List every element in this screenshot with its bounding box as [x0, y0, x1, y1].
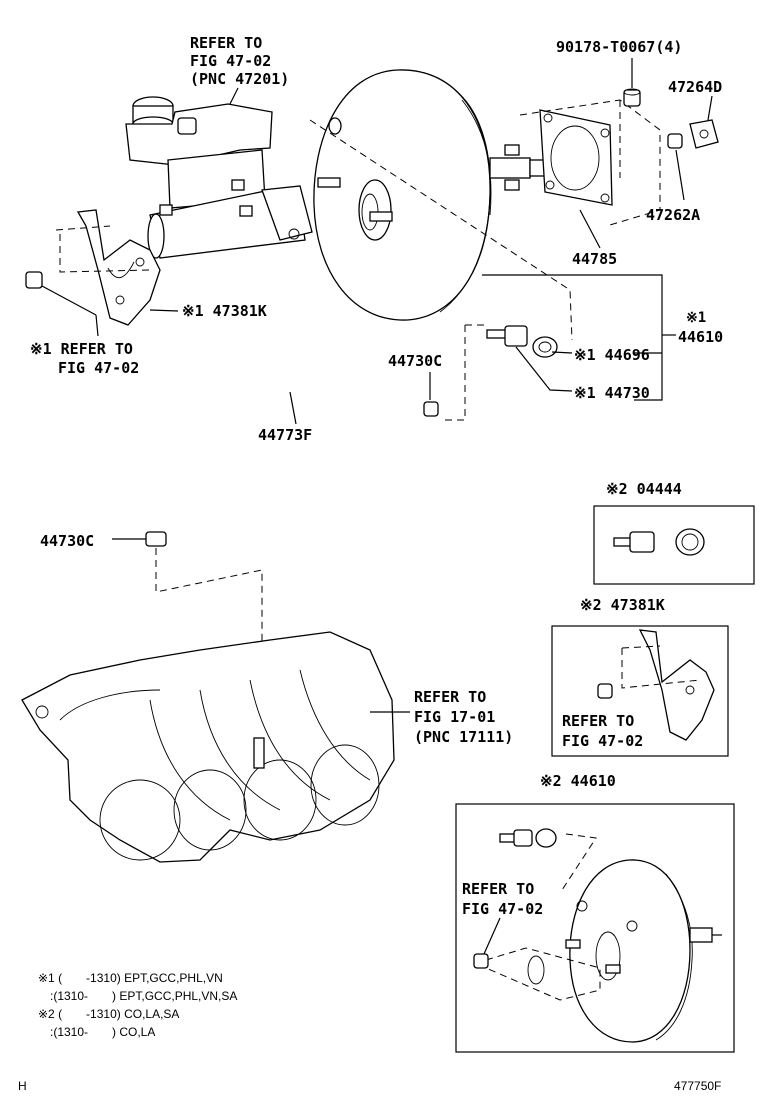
clevis-47264d-drawing: [689, 119, 719, 149]
box2-title[interactable]: ※2 47381K: [580, 596, 665, 614]
ref-bracket-2: FIG 47-02: [58, 359, 139, 377]
check-valve-drawing: [486, 325, 558, 358]
note-line-4: :(1310- ) CO,LA: [38, 1025, 155, 1039]
box-47381k: [551, 625, 729, 757]
part-label-44730c-upper[interactable]: 44730C: [388, 352, 442, 370]
footer-left: H: [18, 1079, 27, 1093]
ref-manifold-2: FIG 17-01: [414, 708, 495, 726]
box3-title[interactable]: ※2 44610: [540, 772, 616, 790]
box1-title[interactable]: ※2 04444: [606, 480, 682, 498]
gasket-44785-drawing: [539, 109, 613, 206]
ref-manifold-1: REFER TO: [414, 688, 486, 706]
vacuum-hose-drawing: [142, 369, 401, 519]
ref-box2-1: REFER TO: [562, 712, 634, 730]
part-label-47262a[interactable]: 47262A: [646, 206, 700, 224]
note-line-1: ※1 ( -1310) EPT,GCC,PHL,VN: [38, 971, 223, 985]
note-line-3: ※2 ( -1310) CO,LA,SA: [38, 1007, 179, 1021]
ref-bracket-1: ※1 REFER TO: [30, 340, 133, 358]
clamp-lower-drawing: [145, 531, 167, 547]
clamp-upper-drawing: [423, 401, 439, 417]
ref-box3-1: REFER TO: [462, 880, 534, 898]
ref-manifold-3: (PNC 17111): [414, 728, 513, 746]
part-label-44730[interactable]: ※1 44730: [574, 384, 650, 402]
part-label-44610[interactable]: 44610: [678, 328, 723, 346]
ref-master-cyl-3: (PNC 47201): [190, 70, 289, 88]
ref-box2-2: FIG 47-02: [562, 732, 643, 750]
part-label-47381k[interactable]: ※1 47381K: [182, 302, 267, 320]
brake-booster-drawing: [313, 69, 585, 321]
nut-47262a-drawing: [667, 133, 683, 149]
intake-manifold-drawing: [21, 631, 395, 863]
master-cylinder-drawing: [125, 96, 313, 259]
ref-master-cyl-2: FIG 47-02: [190, 52, 271, 70]
note-line-2: :(1310- ) EPT,GCC,PHL,VN,SA: [38, 989, 237, 1003]
nut-90178-drawing: [623, 88, 641, 107]
box-04444: [593, 505, 755, 585]
footer-figure-code: 477750F: [674, 1079, 721, 1093]
box-44610: [455, 803, 735, 1053]
bracket-47381k-drawing: [76, 209, 161, 326]
part-label-44785[interactable]: 44785: [572, 250, 617, 268]
part-label-44696[interactable]: ※1 44696: [574, 346, 650, 364]
part-label-90178[interactable]: 90178-T0067(4): [556, 38, 682, 56]
part-label-47264d[interactable]: 47264D: [668, 78, 722, 96]
ref-box3-2: FIG 47-02: [462, 900, 543, 918]
bracket-bolt-drawing: [25, 271, 43, 289]
part-label-44730c-lower[interactable]: 44730C: [40, 532, 94, 550]
part-label-44773f[interactable]: 44773F: [258, 426, 312, 444]
part-label-44610-mark: ※1: [686, 310, 706, 326]
ref-master-cyl-1: REFER TO: [190, 34, 262, 52]
